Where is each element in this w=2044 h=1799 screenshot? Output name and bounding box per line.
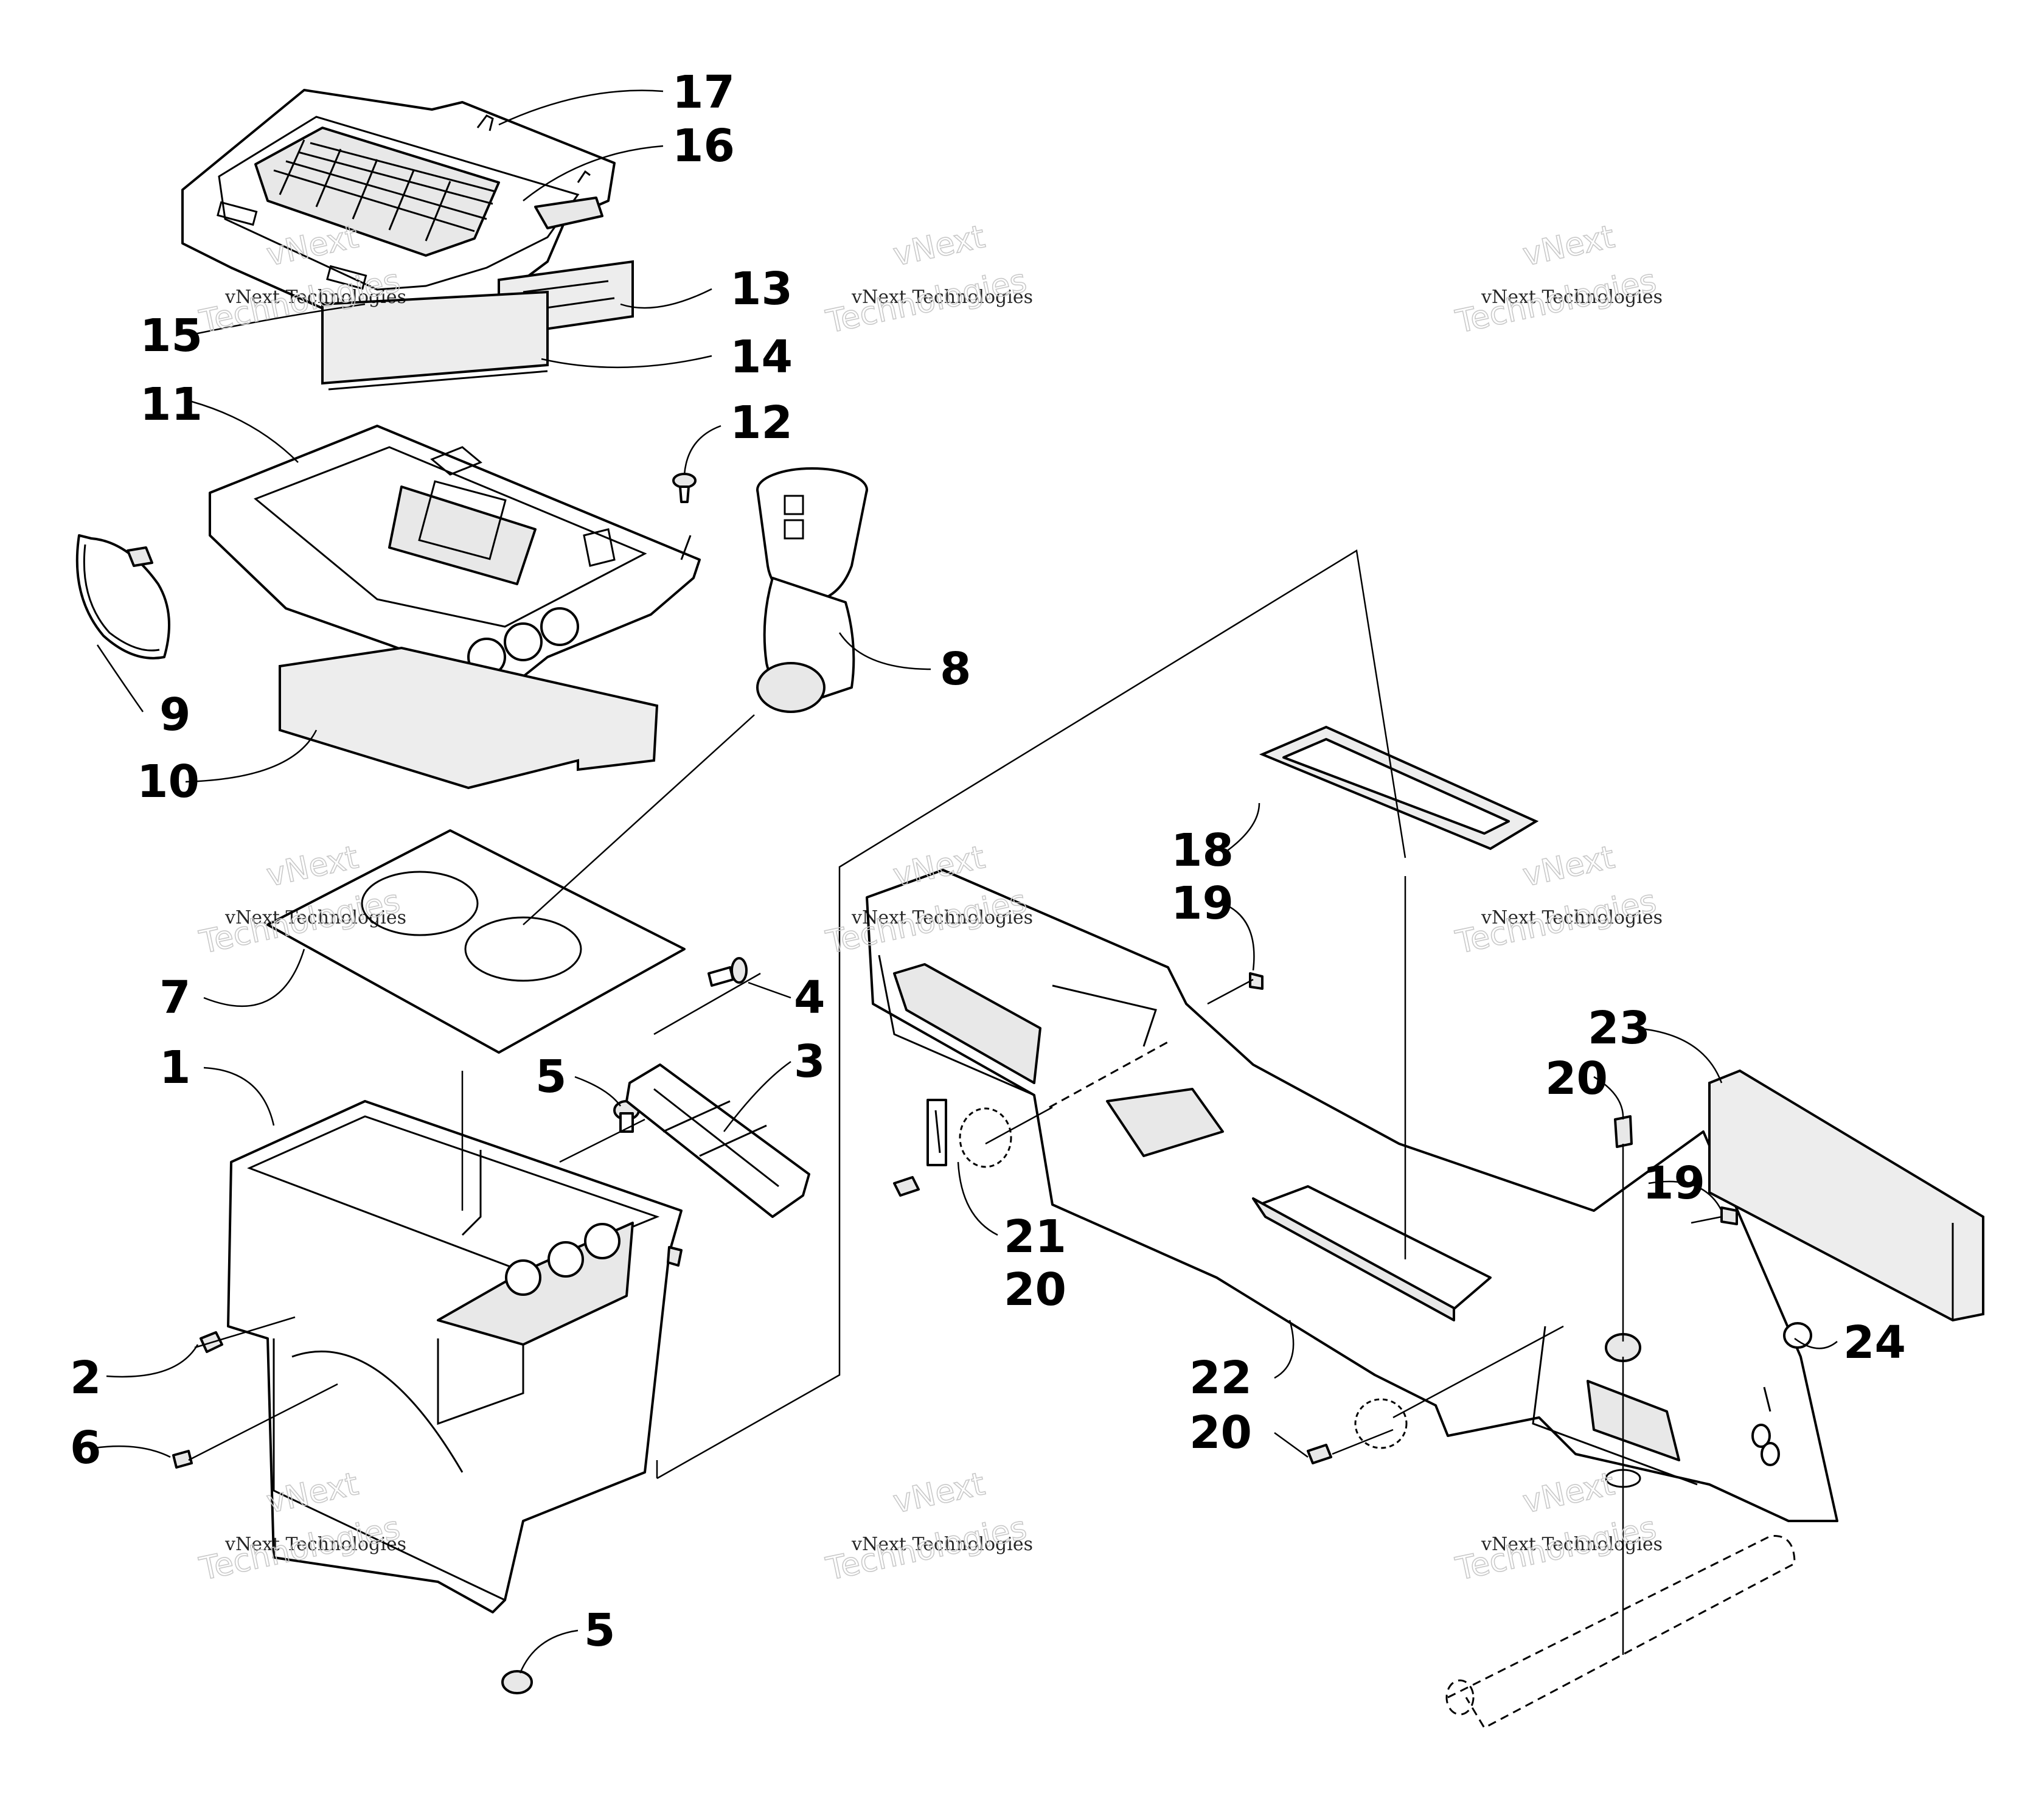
watermark-9: vNext vNext Technologies Technologies xyxy=(1452,1465,1663,1588)
foam-filter-14 xyxy=(321,290,549,391)
callout-2: 2 xyxy=(70,1352,102,1404)
svg-text:vNext Technologies: vNext Technologies xyxy=(224,1534,406,1555)
callout-18: 18 xyxy=(1171,824,1234,877)
watermark-2: vNext vNext Technologies Technologies xyxy=(822,218,1033,341)
svg-text:Technologies: Technologies xyxy=(1453,883,1660,961)
callout-20-lower: 20 xyxy=(1189,1407,1252,1459)
callout-14: 14 xyxy=(730,331,793,383)
callout-12: 12 xyxy=(730,397,793,449)
callout-13: 13 xyxy=(730,263,793,315)
lid-small-label xyxy=(534,197,603,229)
svg-text:vNext: vNext xyxy=(1520,1466,1618,1520)
svg-text:Technologies: Technologies xyxy=(1453,263,1660,341)
airbox-body-1 xyxy=(227,1100,683,1613)
svg-text:vNext Technologies: vNext Technologies xyxy=(851,1534,1033,1555)
callout-17: 17 xyxy=(672,66,735,119)
callout-3: 3 xyxy=(794,1035,826,1088)
assembly-lines xyxy=(188,549,1722,1655)
callout-20-center: 20 xyxy=(1545,1053,1608,1105)
lid-decal xyxy=(254,127,500,257)
callout-labels: 17 16 13 15 14 11 12 8 9 10 18 19 4 7 3 … xyxy=(70,66,1906,1657)
svg-text:Technologies: Technologies xyxy=(823,1510,1030,1588)
callout-23: 23 xyxy=(1588,1002,1650,1054)
bolt-20-lower xyxy=(1307,1398,1408,1464)
bolt-20-left xyxy=(893,1176,920,1197)
callout-4: 4 xyxy=(794,972,826,1024)
svg-text:Technologies: Technologies xyxy=(1453,1510,1660,1588)
fastener-6 xyxy=(172,1450,193,1469)
hose-clamp-9 xyxy=(75,534,170,659)
callout-11: 11 xyxy=(140,378,203,431)
callout-5-upper: 5 xyxy=(535,1051,567,1103)
svg-text:vNext: vNext xyxy=(890,1466,988,1520)
bolt-4 xyxy=(707,957,748,987)
foam-block-23 xyxy=(1708,1069,1984,1322)
callout-leaders xyxy=(94,89,1838,1674)
console-22 xyxy=(866,869,1838,1522)
callout-19-lower: 19 xyxy=(1642,1157,1705,1209)
callout-15: 15 xyxy=(140,310,203,362)
svg-text:vNext Technologies: vNext Technologies xyxy=(851,287,1033,308)
svg-text:vNext Technologies: vNext Technologies xyxy=(224,907,406,928)
callout-20-mid: 20 xyxy=(1004,1264,1066,1316)
callout-10: 10 xyxy=(137,756,200,808)
svg-text:vNext Technologies: vNext Technologies xyxy=(224,287,406,308)
chassis-tube-dashed xyxy=(1445,1535,1796,1729)
callout-16: 16 xyxy=(672,120,735,172)
grommet-5-lower xyxy=(501,1670,533,1694)
watermark-3: vNext vNext Technologies Technologies xyxy=(1452,218,1663,341)
callout-24: 24 xyxy=(1843,1317,1906,1369)
svg-text:vNext Technologies: vNext Technologies xyxy=(851,907,1033,928)
callout-21: 21 xyxy=(1004,1211,1066,1263)
washer-21 xyxy=(959,1107,1012,1168)
callout-22: 22 xyxy=(1189,1352,1252,1404)
bolt-19-lower xyxy=(1720,1206,1738,1225)
svg-text:Technologies: Technologies xyxy=(823,263,1030,341)
callout-7: 7 xyxy=(159,972,191,1024)
clip-21 xyxy=(926,1099,947,1166)
plate-7 xyxy=(266,829,686,1054)
watermark-6: vNext vNext Technologies Technologies xyxy=(1452,838,1663,961)
callout-1: 1 xyxy=(159,1042,191,1094)
svg-text:vNext: vNext xyxy=(890,218,988,273)
callout-9: 9 xyxy=(159,689,191,741)
svg-text:vNext Technologies: vNext Technologies xyxy=(1481,287,1663,308)
gasket-ring-18 xyxy=(1259,725,1539,851)
callout-6: 6 xyxy=(70,1422,102,1474)
tray-compartment xyxy=(388,485,537,585)
svg-text:vNext Technologies: vNext Technologies xyxy=(1481,907,1663,928)
callout-5-lower: 5 xyxy=(584,1604,616,1657)
bolt-19-upper xyxy=(1249,972,1264,990)
watermark-8: vNext vNext Technologies Technologies xyxy=(822,1465,1033,1588)
tray-port-2 xyxy=(504,622,543,661)
tray-port-3 xyxy=(540,607,579,646)
svg-text:vNext: vNext xyxy=(1520,218,1618,273)
foam-pad-10 xyxy=(279,646,659,790)
plug-24 xyxy=(1783,1322,1812,1349)
screw-12 xyxy=(672,473,697,503)
airbox-tray-11 xyxy=(209,425,701,695)
gasket-3 xyxy=(625,1063,810,1218)
airbox-lid xyxy=(181,89,616,318)
intake-boot-8 xyxy=(756,467,868,713)
bolt-20-center xyxy=(1614,1115,1633,1148)
callout-19-upper: 19 xyxy=(1171,877,1234,930)
callout-8: 8 xyxy=(940,643,972,695)
svg-text:vNext Technologies: vNext Technologies xyxy=(1481,1534,1663,1555)
svg-text:vNext: vNext xyxy=(1520,839,1618,894)
